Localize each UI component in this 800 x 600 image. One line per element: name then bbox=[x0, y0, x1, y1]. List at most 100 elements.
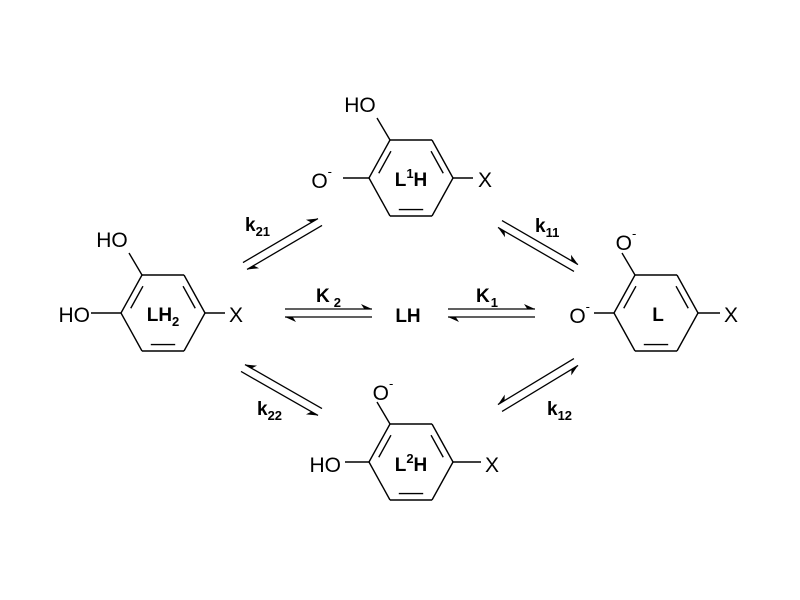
k12-equilibrium-arrow-forward-arrowhead bbox=[571, 365, 579, 376]
l1h-ring-double-bond bbox=[430, 150, 444, 174]
l-ring-double-bond bbox=[623, 285, 637, 309]
l-left-oxide: O- bbox=[569, 299, 590, 328]
l-left-charge: - bbox=[586, 299, 590, 314]
k12-sub: 12 bbox=[558, 408, 572, 423]
k11-sub: 11 bbox=[546, 225, 560, 240]
l1h-ring-bond bbox=[368, 177, 391, 217]
lh2-top-substituent-bond bbox=[128, 252, 143, 276]
l2h-ring-bond bbox=[368, 461, 391, 501]
l1h-ring-double-bond bbox=[378, 150, 392, 174]
l-top-oxide: O- bbox=[616, 226, 637, 255]
l-label: L bbox=[652, 305, 664, 326]
k11-equilibrium-arrow-forward-line bbox=[501, 219, 579, 266]
molecule-l2h: O- HO X L2H bbox=[310, 376, 500, 477]
k21-main: k bbox=[245, 215, 256, 236]
k2-equilibrium-arrow-reverse-arrowhead bbox=[285, 317, 296, 322]
k12-equilibrium-arrow-forward-line bbox=[501, 364, 579, 412]
lh2-ring-double-bond bbox=[182, 285, 196, 309]
k12-equilibrium-arrow bbox=[497, 358, 579, 412]
k12-main: k bbox=[547, 399, 558, 420]
l-top-charge: - bbox=[632, 226, 636, 241]
l-top-substituent-bond bbox=[621, 252, 636, 276]
k22-equilibrium-arrow-reverse-line bbox=[244, 363, 323, 410]
l1h-label-h: H bbox=[414, 170, 428, 191]
lh2-x-substituent: X bbox=[229, 304, 243, 327]
k22-main: k bbox=[257, 399, 268, 420]
molecule-l1h: H O O- X L1H bbox=[311, 94, 492, 193]
k22-label: k22 bbox=[257, 399, 282, 423]
l2h-ring-bond bbox=[368, 423, 391, 463]
l2h-label-sup: 2 bbox=[406, 451, 413, 466]
lh2-label-main: LH bbox=[147, 305, 172, 326]
l2h-ring-bond bbox=[431, 461, 454, 501]
k11-main: k bbox=[535, 216, 546, 237]
lh2-ring-bond bbox=[183, 312, 206, 352]
l-x-substituent: X bbox=[724, 304, 738, 327]
k11-equilibrium-arrow-reverse-line bbox=[497, 226, 575, 273]
k22-equilibrium-arrow-forward-line bbox=[240, 370, 319, 417]
l1h-oxygen: O bbox=[311, 170, 327, 193]
l-top-oxygen: O bbox=[616, 232, 632, 255]
k21-equilibrium-arrow-reverse-arrowhead bbox=[247, 265, 260, 270]
k22-equilibrium-arrow-forward-arrowhead bbox=[305, 411, 319, 416]
lh2-ring-bond bbox=[120, 274, 143, 314]
l2h-left-hydroxyl: HO bbox=[310, 454, 342, 477]
lh2-ring-bond bbox=[120, 312, 143, 352]
l2h-ring-bond bbox=[431, 423, 454, 463]
k12-equilibrium-arrow-reverse-line bbox=[497, 358, 575, 406]
l1h-label: L1H bbox=[395, 166, 428, 191]
k21-sub: 21 bbox=[256, 224, 270, 239]
l2h-top-substituent-bond bbox=[376, 401, 391, 425]
l2h-label: L2H bbox=[395, 451, 428, 476]
l1h-label-main: L bbox=[395, 170, 407, 191]
lh-label: LH bbox=[395, 306, 420, 327]
k1-macro-label: K1 bbox=[476, 286, 498, 310]
k22-equilibrium-arrow-reverse-arrowhead bbox=[244, 364, 258, 369]
l1h-label-sup: 1 bbox=[406, 166, 413, 181]
lh2-left-hydroxyl: HO bbox=[59, 304, 91, 327]
l-ring-bond bbox=[613, 274, 636, 314]
k11-equilibrium-arrow-forward-arrowhead bbox=[570, 254, 579, 265]
l2h-top-oxide: O- bbox=[373, 376, 394, 405]
lh2-ring-double-bond bbox=[130, 285, 144, 309]
k2-sub: 2 bbox=[334, 295, 341, 310]
l1h-charge: - bbox=[328, 164, 332, 179]
l1h-x-substituent: X bbox=[478, 169, 492, 192]
l1h-left-oxide: O- bbox=[311, 164, 332, 193]
l2h-ring-double-bond bbox=[430, 434, 444, 458]
k1-main: K bbox=[476, 286, 490, 307]
lh2-label-sub: 2 bbox=[172, 314, 179, 329]
l1h-ring-bond bbox=[431, 177, 454, 217]
k1-equilibrium-arrow bbox=[448, 304, 535, 322]
k21-label: k21 bbox=[245, 215, 270, 239]
lh2-label: LH2 bbox=[147, 305, 180, 329]
l-ring-bond bbox=[676, 312, 699, 352]
k22-sub: 22 bbox=[268, 408, 282, 423]
l1h-ring-bond bbox=[368, 139, 391, 179]
l-left-oxygen: O bbox=[569, 305, 585, 328]
lh2-top-hydroxyl: HO bbox=[96, 229, 128, 252]
k12-equilibrium-arrow-reverse-arrowhead bbox=[497, 394, 505, 405]
k2-equilibrium-arrow-forward-arrowhead bbox=[361, 304, 372, 309]
l2h-oxygen: O bbox=[373, 382, 389, 405]
l-ring-double-bond bbox=[675, 285, 689, 309]
k1-equilibrium-arrow-reverse-arrowhead bbox=[448, 317, 459, 322]
l-ring-bond bbox=[613, 312, 636, 352]
l1h-top-substituent-bond bbox=[376, 117, 391, 141]
arrows-layer bbox=[240, 217, 579, 417]
l2h-ring-double-bond bbox=[378, 434, 392, 458]
molecule-l: O- O- X L bbox=[569, 226, 738, 328]
molecule-lh2: HO HO X LH2 bbox=[59, 229, 244, 329]
l-ring-bond bbox=[676, 274, 699, 314]
k11-equilibrium-arrow-reverse-arrowhead bbox=[497, 227, 506, 238]
k11-equilibrium-arrow bbox=[497, 219, 579, 273]
l1h-ring-bond bbox=[431, 139, 454, 179]
k2-equilibrium-arrow bbox=[285, 304, 372, 322]
k22-equilibrium-arrow bbox=[240, 363, 323, 417]
k1-equilibrium-arrow-forward-arrowhead bbox=[524, 304, 535, 309]
k21-equilibrium-arrow-forward-line bbox=[242, 217, 319, 264]
lh2-ring-bond bbox=[183, 274, 206, 314]
l2h-label-main: L bbox=[395, 455, 407, 476]
